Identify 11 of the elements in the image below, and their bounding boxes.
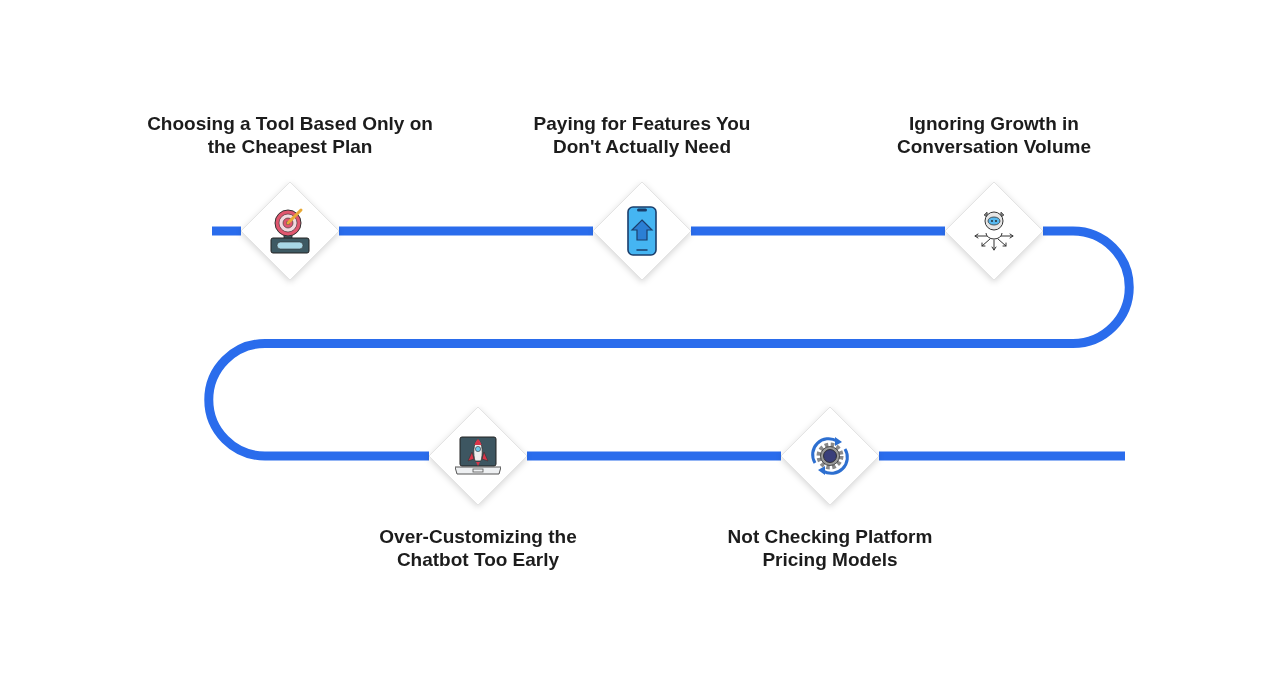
timeline-line bbox=[212, 226, 241, 236]
step-title: Not Checking Platform Pricing Models bbox=[726, 525, 934, 571]
timeline-line bbox=[527, 451, 781, 461]
step-title: Paying for Features You Don't Actually Need bbox=[532, 112, 752, 158]
step-title: Choosing a Tool Based Only on the Cheapest Plan bbox=[146, 112, 434, 158]
timeline-line bbox=[879, 451, 1125, 461]
timeline-line bbox=[691, 226, 945, 236]
step-title: Ignoring Growth in Conversation Volume bbox=[896, 112, 1092, 158]
timeline-line bbox=[204, 226, 1134, 461]
timeline-line bbox=[339, 226, 593, 236]
step-title: Over-Customizing the Chatbot Too Early bbox=[378, 525, 578, 571]
